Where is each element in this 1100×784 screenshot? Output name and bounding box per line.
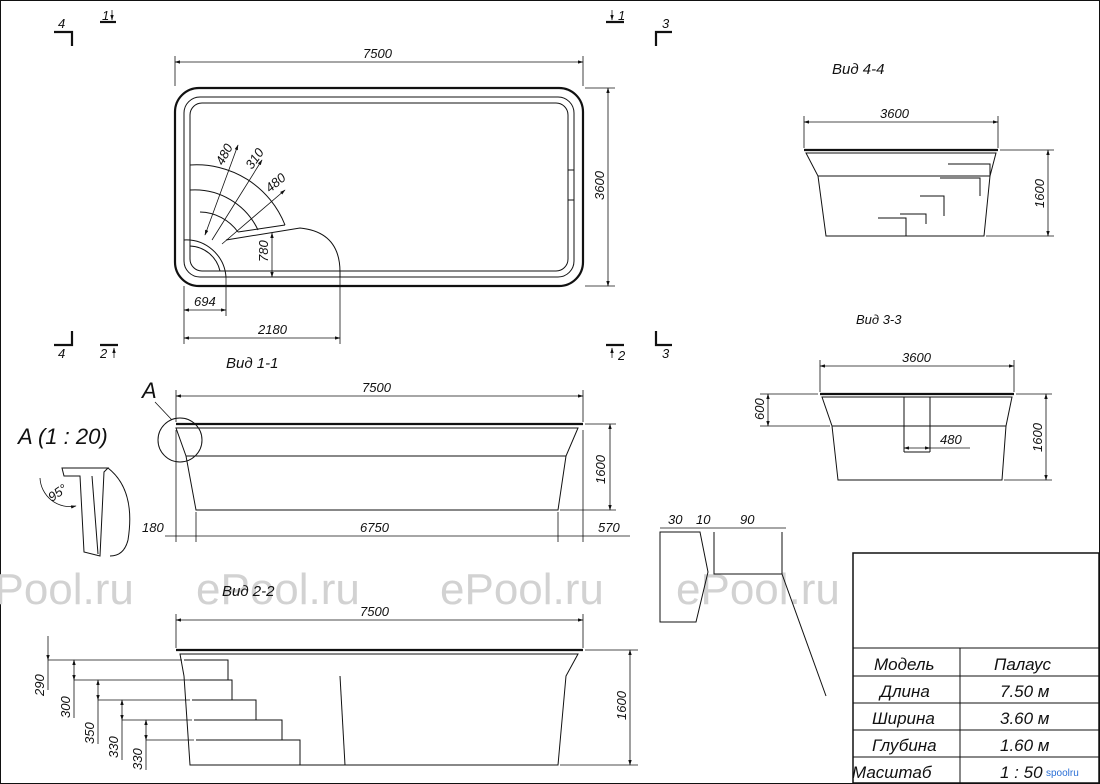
- dim-v22-step-4: 330: [106, 736, 121, 758]
- section-1-top-right: 1: [618, 8, 625, 23]
- dim-v33-depth: 1600: [1030, 422, 1045, 452]
- dim-angle: 95°: [45, 481, 70, 505]
- dim-v11-depth: 1600: [593, 454, 608, 484]
- dim-corner-offset: 694: [194, 294, 216, 309]
- dim-bench-length: 2180: [257, 322, 288, 337]
- plan-skimmer: [568, 169, 575, 201]
- dim-plan-width: 3600: [592, 170, 607, 200]
- section-1-top-left: 1: [102, 8, 109, 23]
- step-detail: 30 10 90: [659, 512, 827, 697]
- view-3-3: Вид 3-3 3600 600 1600 480: [752, 312, 1052, 481]
- tb-width-value: 3.60 м: [1000, 709, 1050, 728]
- plan-pool-edge: [189, 102, 569, 272]
- dim-v11-length: 7500: [362, 380, 392, 395]
- view-4-4-steps: [878, 163, 991, 236]
- dim-arc-inner: 480: [262, 169, 289, 195]
- section-4-bot-label: 4: [58, 346, 65, 361]
- view-4-4-shell: [805, 152, 997, 237]
- detail-a-profile: [61, 467, 110, 557]
- section-4-top-label: 4: [58, 16, 65, 31]
- plan-bench: [225, 227, 341, 277]
- plan-rim-inner: [183, 96, 575, 278]
- watermark-2: ePool.ru: [196, 565, 360, 614]
- tb-model-label: Модель: [874, 655, 934, 674]
- dim-detail-b: 10: [696, 512, 711, 527]
- plan-outer-rim: [173, 86, 585, 288]
- dim-v11-bottom: 6750: [360, 520, 390, 535]
- dim-v44-depth: 1600: [1032, 178, 1047, 208]
- dim-v22-step-1: 290: [32, 674, 47, 697]
- detail-a: A (1 : 20) 95°: [16, 424, 131, 557]
- view-1-1: Вид 1-1 A 7500 1600 180 6750 570: [140, 355, 630, 542]
- section-2-left-label: 2: [99, 346, 108, 361]
- tb-depth-value: 1.60 м: [1000, 736, 1050, 755]
- plan-arc-step-1: [189, 164, 286, 226]
- tb-scale-label: Масштаб: [852, 763, 933, 782]
- dim-v11-left: 180: [142, 520, 164, 535]
- dim-v33-width: 3600: [902, 350, 932, 365]
- dim-v22-step-3: 350: [82, 722, 97, 744]
- dim-v22-step-2: 300: [58, 696, 73, 718]
- view-2-2-steps: [184, 659, 301, 765]
- dim-v22-length: 7500: [360, 604, 390, 619]
- view-4-4: Вид 4-4 3600 1600: [803, 61, 1054, 237]
- view-3-3-title: Вид 3-3: [856, 312, 902, 327]
- view-4-4-title: Вид 4-4: [832, 61, 885, 78]
- tb-width-label: Ширина: [872, 709, 935, 728]
- view-3-3-bench: [903, 397, 931, 453]
- plan-corner-step: [183, 239, 227, 278]
- watermark-4: ePool.ru: [676, 565, 840, 614]
- dim-arc-mid: 310: [242, 145, 267, 172]
- dim-v33-bench-w: 480: [940, 432, 962, 447]
- watermark-1: ePool.ru: [0, 565, 134, 614]
- view-1-1-shell: [175, 427, 579, 511]
- section-3-top-label: 3: [662, 16, 670, 31]
- view-1-1-title: Вид 1-1: [226, 355, 279, 372]
- tb-depth-label: Глубина: [872, 736, 937, 755]
- tb-model-value: Палаус: [994, 655, 1052, 674]
- dim-arc-outer: 480: [212, 141, 236, 168]
- view-2-2: Вид 2-2 7500 1600 290 30: [32, 583, 638, 770]
- view-3-3-shell: [821, 396, 1013, 481]
- view-2-2-shell: [179, 653, 579, 766]
- section-markers: 4 4 1 2 1 2 3 3: [54, 8, 672, 363]
- dim-plan-length: 7500: [363, 46, 393, 61]
- plan-arc-step-2: [189, 189, 259, 231]
- title-block: Модель Палаус Длина 7.50 м Ширина 3.60 м…: [852, 552, 1100, 784]
- detail-a-circle: [157, 417, 203, 463]
- dim-v22-depth: 1600: [614, 690, 629, 720]
- detail-a-marker: A: [140, 378, 157, 403]
- watermark-3: ePool.ru: [440, 565, 604, 614]
- dim-detail-a: 30: [668, 512, 683, 527]
- dim-v33-bench-h: 600: [752, 398, 767, 420]
- section-2-right-label: 2: [617, 348, 626, 363]
- detail-a-title: A (1 : 20): [16, 424, 108, 449]
- dim-v22-step-5: 330: [130, 748, 145, 770]
- dim-v44-width: 3600: [880, 106, 910, 121]
- tb-length-value: 7.50 м: [1000, 682, 1050, 701]
- logo-text: spoolru: [1046, 768, 1079, 779]
- view-2-2-title: Вид 2-2: [222, 583, 275, 600]
- dim-v11-right: 570: [598, 520, 620, 535]
- tb-scale-value: 1 : 50: [1000, 763, 1043, 782]
- tb-length-label: Длина: [878, 682, 930, 701]
- section-3-bot-label: 3: [662, 346, 670, 361]
- dim-step-depth: 780: [256, 240, 271, 262]
- dim-detail-c: 90: [740, 512, 755, 527]
- plan-view: 480 310 480 780 7500 3600 694 2180: [173, 46, 615, 344]
- step-detail-profile: [659, 531, 709, 623]
